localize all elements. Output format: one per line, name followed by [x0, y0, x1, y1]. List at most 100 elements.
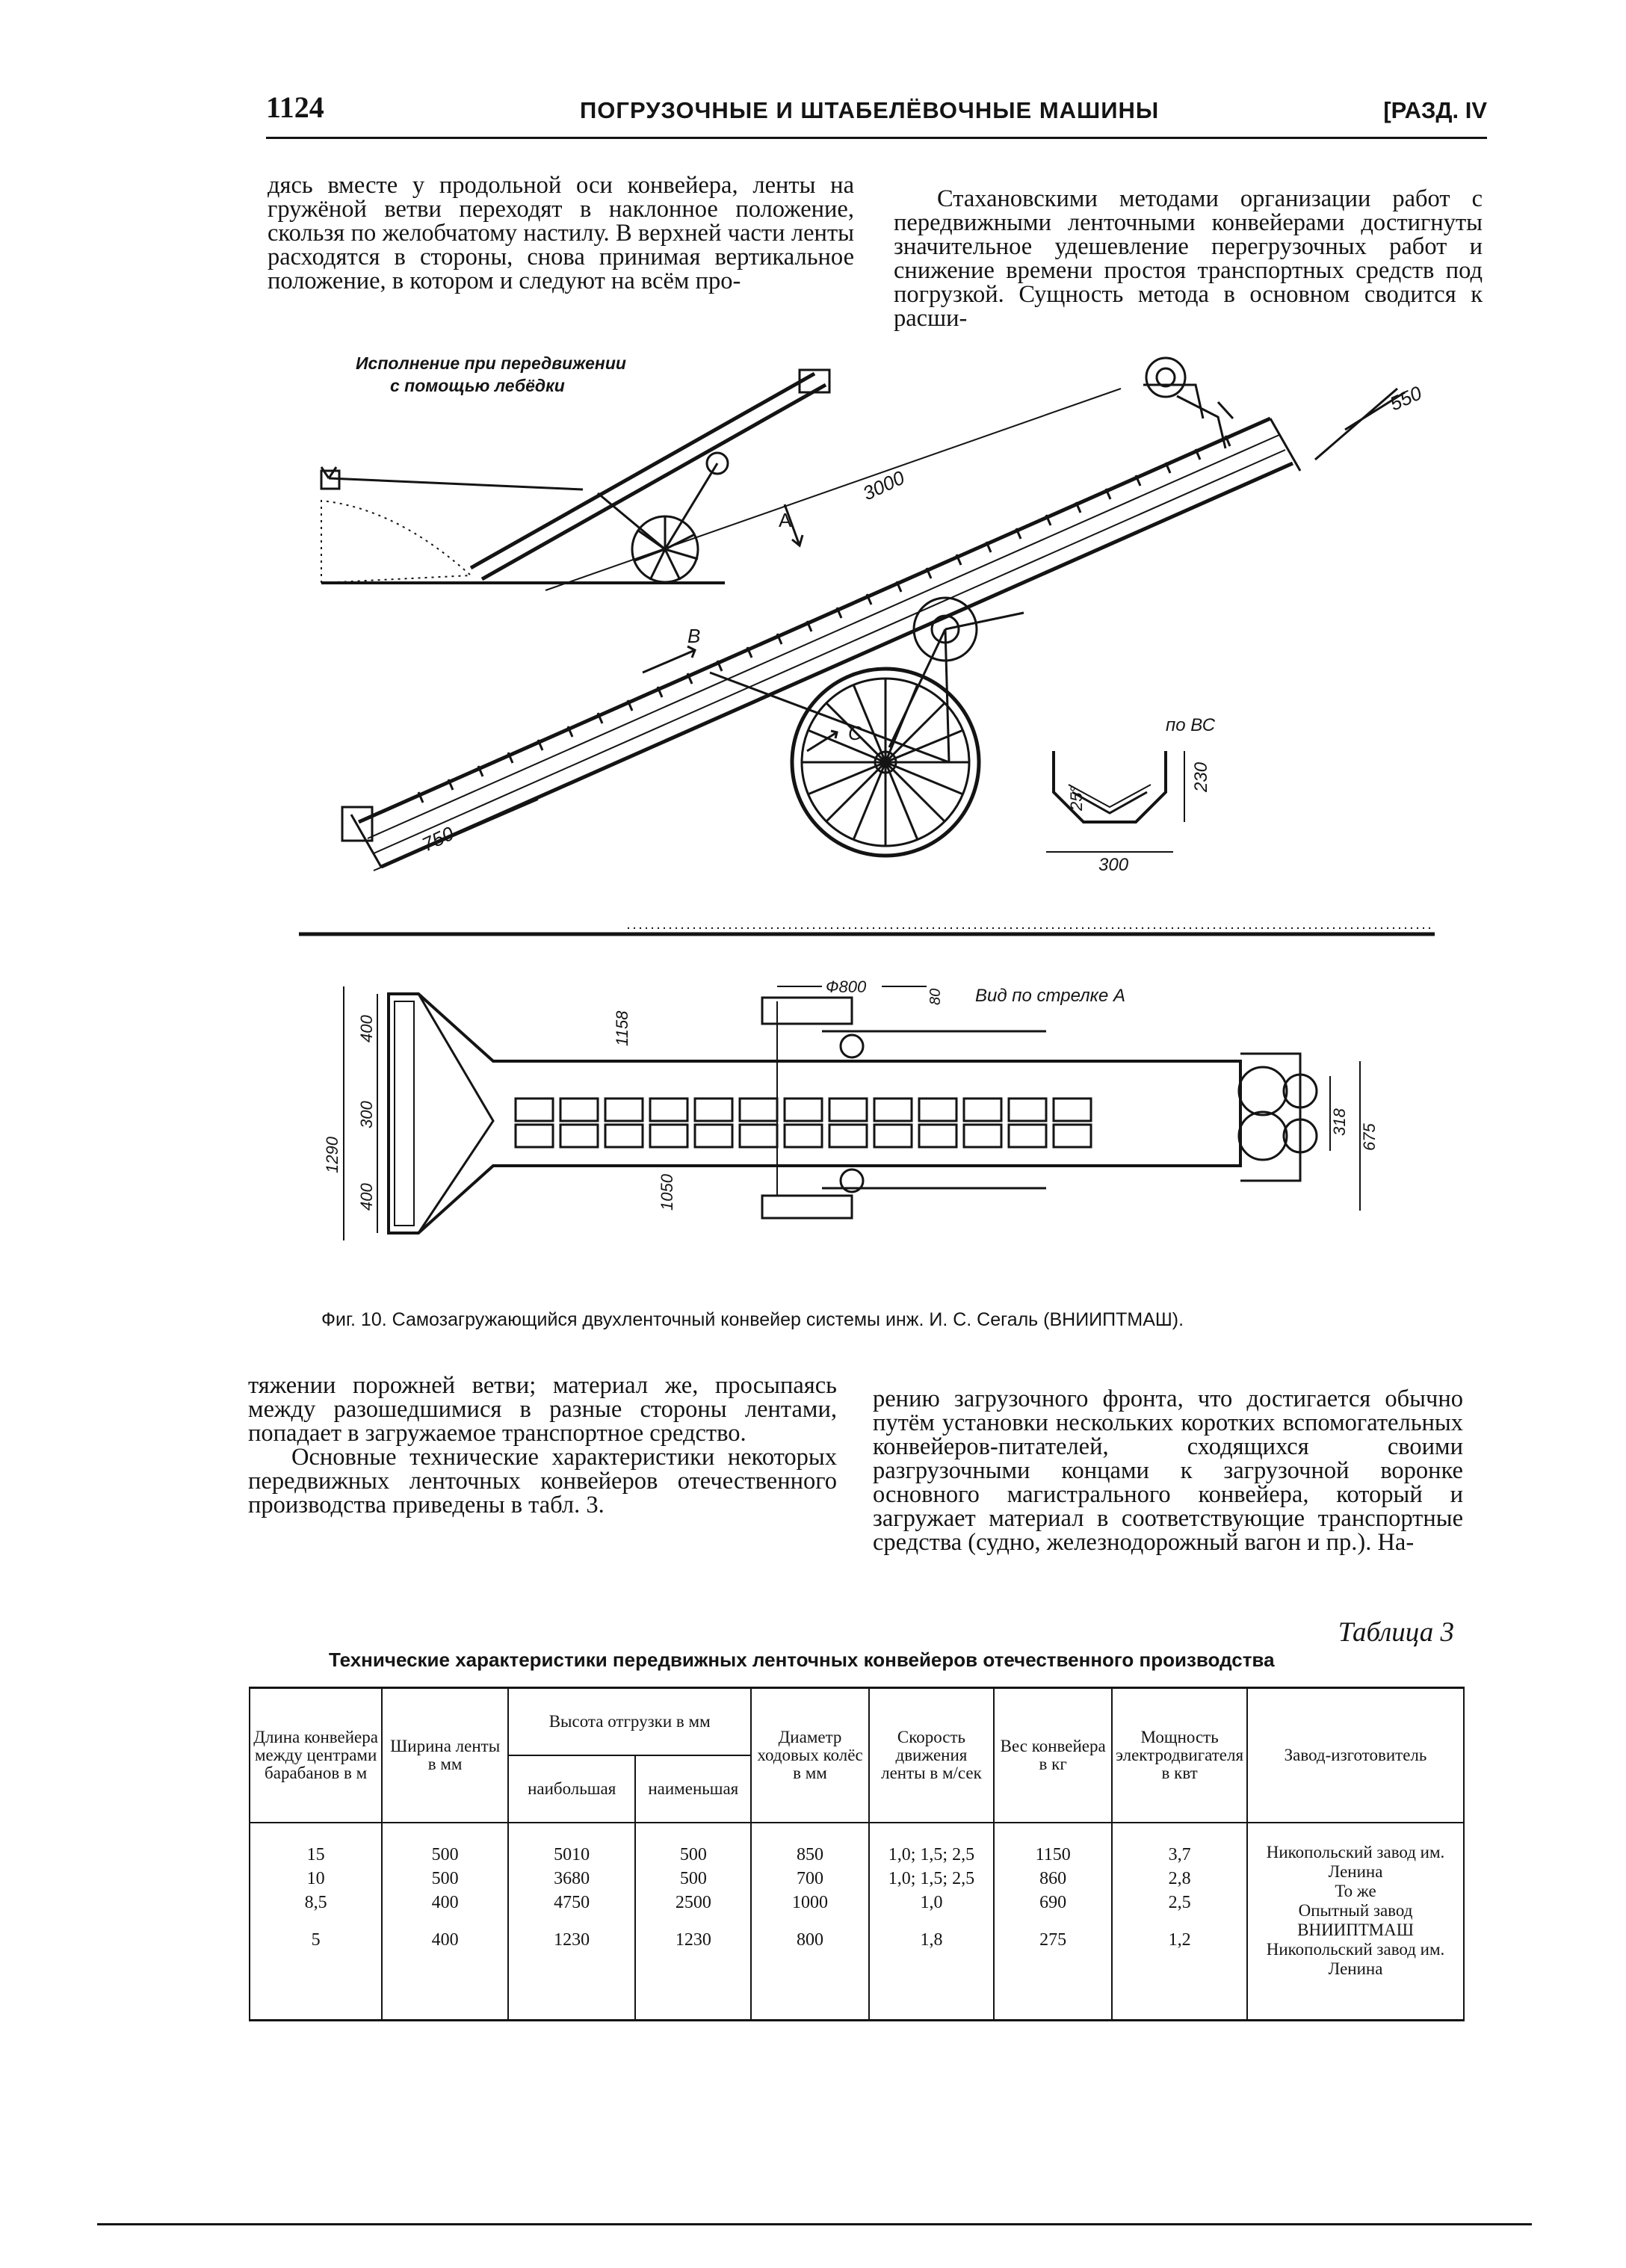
speed-value: 1,0; 1,5; 2,5: [888, 1844, 975, 1864]
speed-value: 1,0: [920, 1892, 943, 1912]
power-cell: 3,7 2,8 2,5 1,2: [1111, 1822, 1249, 2021]
dim-550: 550: [1386, 381, 1425, 415]
top-right-paragraph: Стахановскими методами организации работ…: [894, 185, 1483, 332]
dim-800: Ф800: [826, 977, 867, 996]
height-max-value: 3680: [554, 1868, 590, 1888]
col-height-min-header: наименьшая: [634, 1755, 752, 1823]
power-value: 2,5: [1168, 1892, 1191, 1912]
running-title: ПОГРУЗОЧНЫЕ И ШТАБЕЛЁВОЧНЫЕ МАШИНЫ: [580, 97, 1160, 123]
height-min-value: 2500: [675, 1892, 711, 1912]
dim-300-mid: 300: [357, 1101, 376, 1128]
dim-300: 300: [1098, 855, 1129, 875]
length-value: 15: [306, 1844, 325, 1864]
width-value: 400: [431, 1892, 459, 1912]
wheel-value: 850: [797, 1844, 824, 1864]
mid-left-column: тяжении порожней ветви; материал же, про…: [248, 1372, 837, 1518]
label-b: В: [687, 625, 700, 647]
speed-cell: 1,0; 1,5; 2,5 1,0; 1,5; 2,5 1,0 1,8: [868, 1822, 995, 2021]
height-max-value: 4750: [554, 1892, 590, 1912]
mid-left-paragraph-2: Основные технические характеристики неко…: [248, 1444, 837, 1518]
top-left-column: дясь вместе у продольной оси конвейера, …: [268, 173, 854, 294]
col-power-header: Мощность электродвигателя в квт: [1111, 1687, 1249, 1823]
power-value: 1,2: [1168, 1929, 1191, 1950]
plant-value: Опытный завод ВНИИПТМАШ: [1297, 1900, 1414, 1939]
height-min-value: 1230: [675, 1929, 711, 1950]
label-c: С: [848, 722, 862, 744]
col-speed-header: Скорость движения ленты в м/сек: [868, 1687, 995, 1823]
dim-1050: 1050: [658, 1173, 676, 1211]
weight-cell: 1150 860 690 275: [993, 1822, 1113, 2021]
speed-value: 1,0; 1,5; 2,5: [888, 1868, 975, 1888]
figure-conveyor: Исполнение при передвижении с помощью ле…: [299, 344, 1435, 1315]
spec-table: Длина конвейера между центрами барабанов…: [248, 1687, 1465, 2021]
wheel-cell: 850 700 1000 800: [750, 1822, 870, 2021]
height-min-value: 500: [679, 1844, 707, 1864]
section-label: [РАЗД. IV: [1383, 97, 1487, 123]
length-value: 8,5: [304, 1892, 327, 1912]
dim-400-bottom: 400: [357, 1183, 376, 1211]
table-body-row: 15 10 8,5 5 500 500 400 400 5010 3680 47…: [248, 1822, 1465, 2021]
inset-label-2: с помощью лебёдки: [390, 376, 565, 395]
mid-right-column: рению загрузочного фронта, что достигает…: [873, 1385, 1463, 1556]
section-bc: по ВС 300 230 25°: [1046, 715, 1216, 875]
inset-label-1: Исполнение при передвижении: [356, 353, 626, 373]
conveyor-drawing: Исполнение при передвижении с помощью ле…: [299, 353, 1435, 1240]
dim-675: 675: [1360, 1123, 1379, 1151]
wheel-value: 700: [797, 1868, 824, 1888]
height-max-value: 5010: [554, 1844, 590, 1864]
weight-value: 1150: [1035, 1844, 1071, 1864]
col-plant-header: Завод-изготовитель: [1246, 1687, 1465, 1823]
weight-value: 275: [1039, 1929, 1067, 1950]
col-height-group-header: Высота отгрузки в мм: [507, 1687, 752, 1756]
angle-25: 25°: [1067, 786, 1086, 812]
inset-winch-conveyor: А: [320, 368, 831, 584]
col-weight-header: Вес конвейера в кг: [993, 1687, 1113, 1823]
plant-cell: Никопольский завод им. Ленина То же Опыт…: [1246, 1822, 1465, 2021]
wheel-value: 1000: [792, 1892, 829, 1912]
dim-230: 230: [1191, 761, 1211, 793]
speed-value: 1,8: [920, 1929, 943, 1950]
height-min-cell: 500 500 2500 1230: [634, 1822, 752, 2021]
view-label: Вид по стрелке А: [975, 986, 1125, 1006]
page-header: 1124 ПОГРУЗОЧНЫЕ И ШТАБЕЛЁВОЧНЫЕ МАШИНЫ …: [266, 90, 1487, 135]
col-width-header: Ширина ленты в мм: [381, 1687, 510, 1823]
page-number: 1124: [266, 90, 324, 124]
plant-value: Никопольский завод им. Ленина: [1266, 1939, 1445, 1978]
weight-value: 690: [1039, 1892, 1067, 1912]
dim-400-top: 400: [357, 1015, 376, 1042]
dim-1290: 1290: [323, 1136, 341, 1173]
dim-80: 80: [927, 989, 944, 1005]
height-max-cell: 5010 3680 4750 1230: [507, 1822, 637, 2021]
width-value: 500: [431, 1868, 459, 1888]
plan-view: Вид по стрелке А Ф800 80: [323, 977, 1379, 1240]
wheel-value: 800: [797, 1929, 824, 1950]
col-wheel-header: Диаметр ходовых колёс в мм: [750, 1687, 870, 1823]
header-rule: [266, 137, 1487, 139]
weight-value: 860: [1039, 1868, 1067, 1888]
length-value: 5: [311, 1929, 321, 1950]
dim-318: 318: [1330, 1108, 1349, 1136]
power-value: 3,7: [1168, 1844, 1191, 1864]
dim-1158: 1158: [613, 1010, 631, 1046]
power-value: 2,8: [1168, 1868, 1191, 1888]
col-height-max-header: наибольшая: [507, 1755, 637, 1823]
main-conveyor-side-view: 550 3000 750 В С: [299, 356, 1435, 936]
width-cell: 500 500 400 400: [381, 1822, 510, 2021]
plant-value: Никопольский завод им. Ленина: [1266, 1842, 1445, 1881]
top-right-column: Стахановскими методами организации работ…: [894, 185, 1483, 332]
height-max-value: 1230: [554, 1929, 590, 1950]
dim-750: 750: [418, 822, 457, 856]
table-caption: Таблица 3: [1338, 1617, 1454, 1648]
col-length-header: Длина конвейера между центрами барабанов…: [248, 1687, 383, 1823]
length-value: 10: [306, 1868, 325, 1888]
footer-rule: [97, 2223, 1532, 2225]
mid-left-paragraph-1: тяжении порожней ветви; материал же, про…: [248, 1372, 837, 1447]
length-cell: 15 10 8,5 5: [248, 1822, 383, 2021]
table-title: Технические характеристики передвижных л…: [329, 1649, 1275, 1671]
mid-right-paragraph: рению загрузочного фронта, что достигает…: [873, 1385, 1463, 1556]
section-bc-label: по ВС: [1166, 715, 1216, 735]
plant-value: То же: [1335, 1881, 1376, 1900]
height-min-value: 500: [679, 1868, 707, 1888]
width-value: 500: [431, 1844, 459, 1864]
figure-caption: Фиг. 10. Самозагружающийся двухленточный…: [321, 1309, 1184, 1330]
